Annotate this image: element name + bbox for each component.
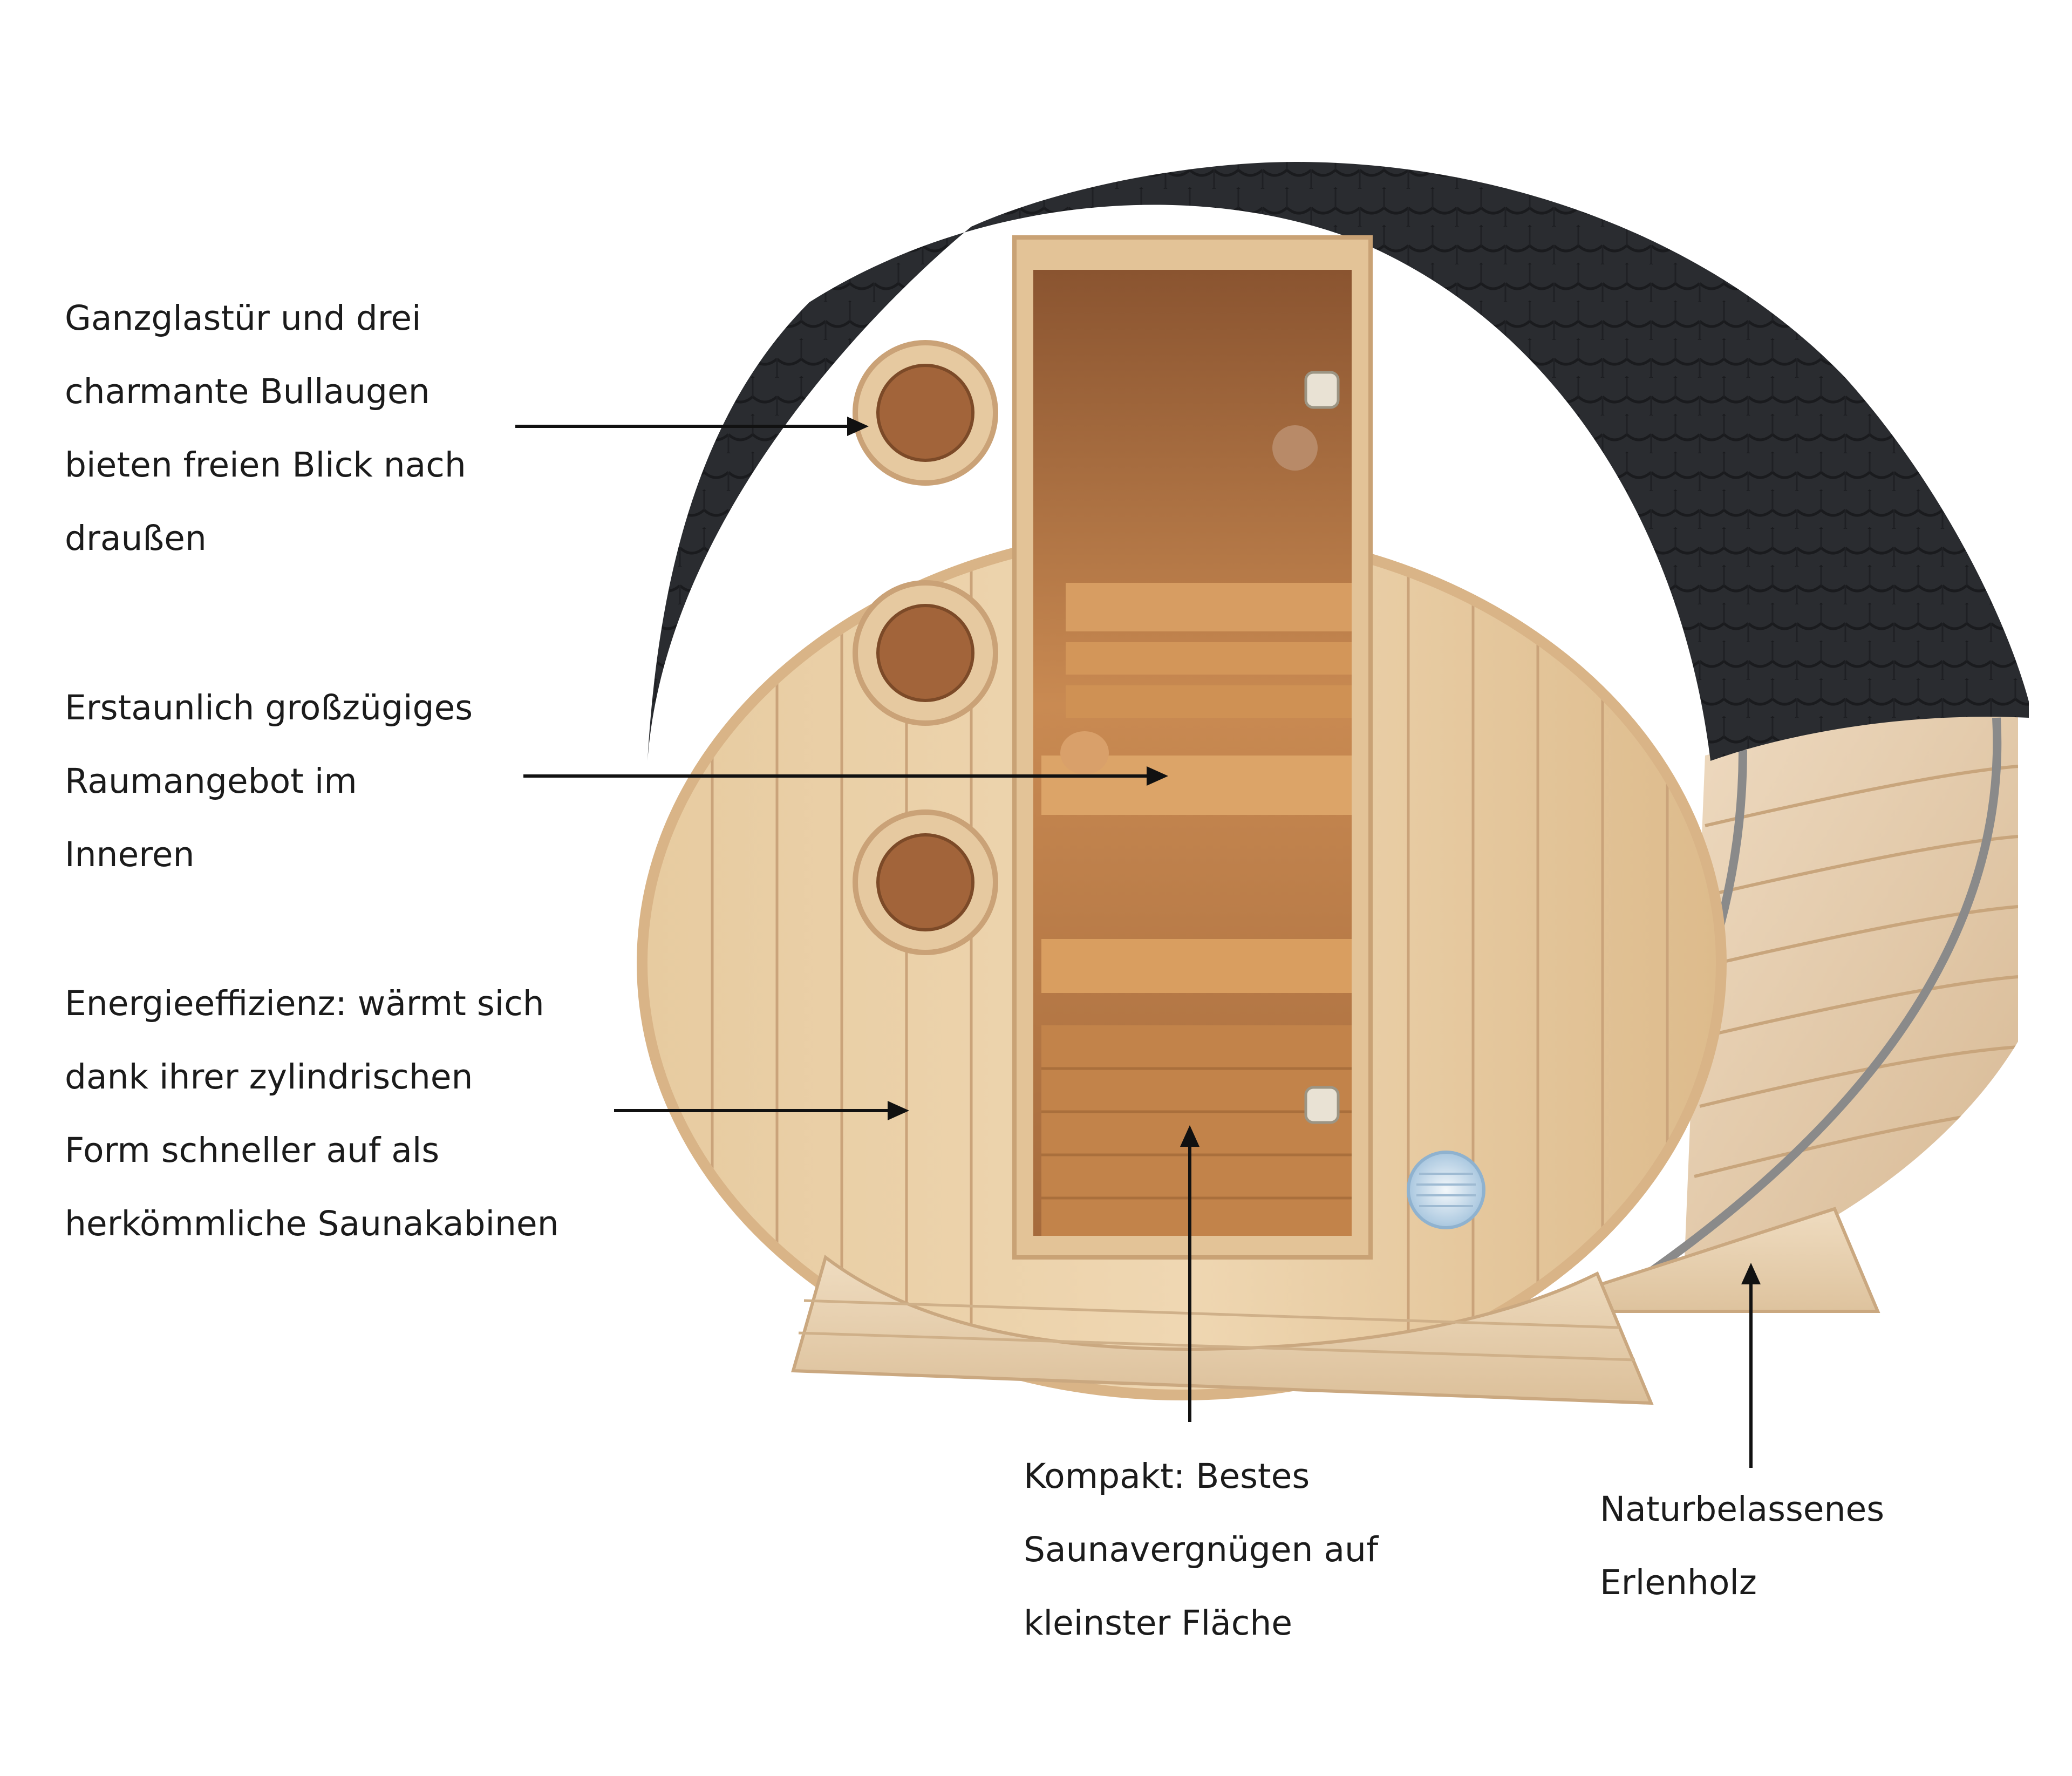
- porthole-bottom: [853, 809, 998, 955]
- annotation-wood: Naturbelassenes Erlenholz: [1600, 1473, 1884, 1620]
- annotation-line: Kompakt: Bestes: [1024, 1457, 1310, 1496]
- annotation-line: Energieeffizienz: wärmt sich: [65, 984, 544, 1023]
- annotation-line: bieten freien Blick nach: [65, 445, 466, 485]
- annotation-line: Erstaunlich großzügiges: [65, 688, 473, 727]
- annotation-line: kleinster Fläche: [1024, 1603, 1293, 1643]
- glass-door: [1012, 235, 1373, 1260]
- annotation-line: dank ihrer zylindrischen: [65, 1057, 473, 1097]
- annotation-windows: Ganzglastür und drei charmante Bullaugen…: [65, 282, 466, 575]
- porthole-middle: [853, 580, 998, 726]
- annotation-space: Erstaunlich großzügiges Raumangebot im I…: [65, 671, 473, 892]
- roof: [648, 162, 2029, 761]
- annotation-line: Raumangebot im: [65, 761, 357, 801]
- annotation-line: Ganzglastür und drei: [65, 298, 421, 338]
- vent-grille: [1407, 1151, 1485, 1229]
- annotation-line: Saunavergnügen auf: [1024, 1530, 1379, 1569]
- annotation-line: Erlenholz: [1600, 1563, 1757, 1602]
- annotation-compact: Kompakt: Bestes Saunavergnügen auf klein…: [1024, 1440, 1378, 1660]
- porthole-top: [853, 340, 998, 486]
- annotation-arrows: [515, 417, 1761, 1468]
- annotation-energy: Energieeffizienz: wärmt sich dank ihrer …: [65, 967, 559, 1261]
- annotation-line: herkömmliche Saunakabinen: [65, 1204, 559, 1243]
- base-cradle: [791, 1207, 1880, 1405]
- annotation-line: draußen: [65, 519, 207, 558]
- annotation-line: Form schneller auf als: [65, 1131, 440, 1170]
- annotation-line: Inneren: [65, 835, 195, 874]
- annotation-line: charmante Bullaugen: [65, 372, 430, 411]
- annotation-line: Naturbelassenes: [1600, 1489, 1885, 1529]
